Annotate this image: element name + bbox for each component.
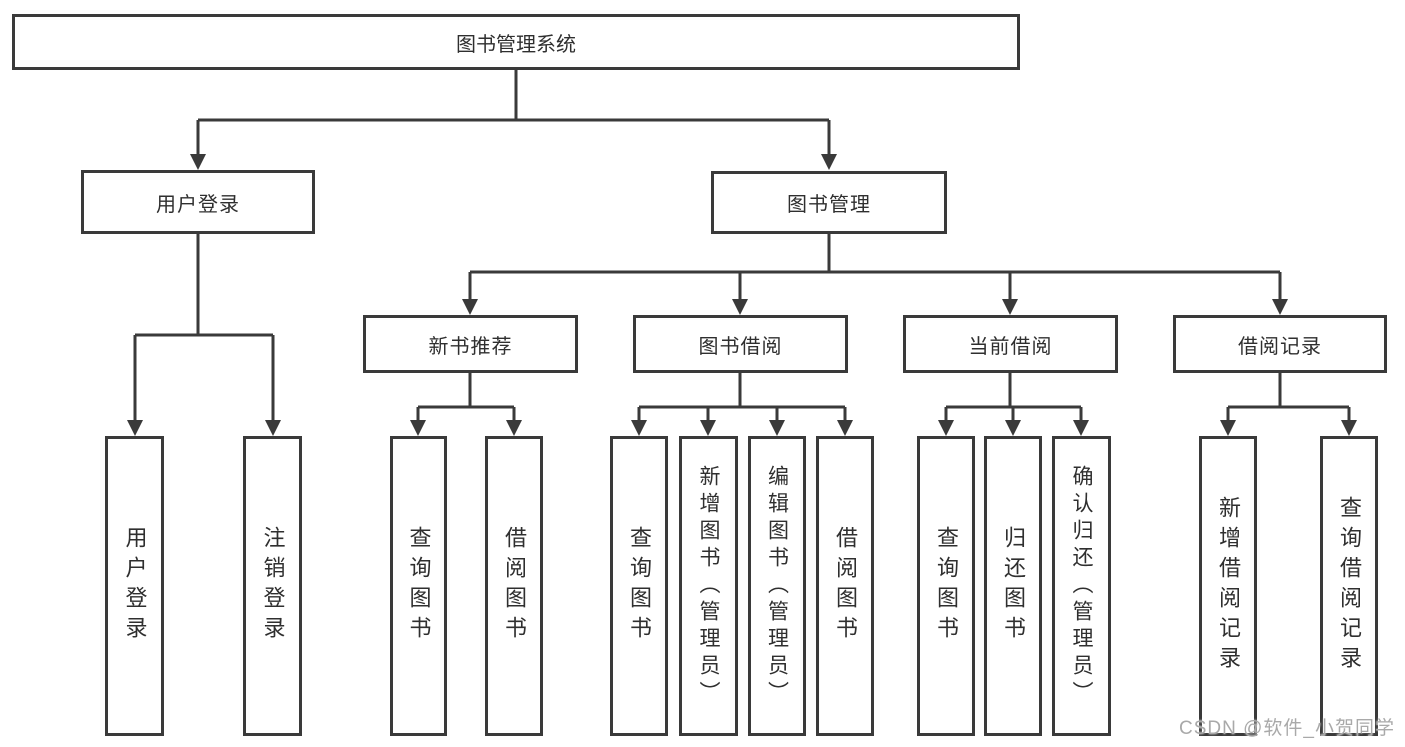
leaf-label: 借阅图书 xyxy=(833,526,858,646)
node-label: 图书管理 xyxy=(787,194,871,216)
leaf-confirm-return-admin: 确认归还（管理员） xyxy=(1052,436,1111,736)
node-label: 当前借阅 xyxy=(968,335,1053,358)
leaf-query-book-borrowing: 查询图书 xyxy=(610,436,668,736)
leaf-edit-book-admin: 编辑图书（管理员） xyxy=(748,436,806,736)
node-borrowing-records: 借阅记录 xyxy=(1173,315,1387,373)
node-book-borrowing: 图书借阅 xyxy=(633,315,848,373)
leaf-label: 编辑图书（管理员） xyxy=(765,464,789,708)
csdn-watermark: CSDN @软件_小贺同学 xyxy=(1179,718,1395,739)
node-label: 借阅记录 xyxy=(1238,335,1322,358)
tree-edges xyxy=(133,70,1351,423)
leaf-user-login: 用户登录 xyxy=(105,436,164,736)
leaf-logout: 注销登录 xyxy=(243,436,302,736)
node-current-borrowing: 当前借阅 xyxy=(903,315,1118,373)
node-label: 新书推荐 xyxy=(428,335,513,358)
leaf-label: 借阅图书 xyxy=(502,526,527,646)
node-new-book-recommend: 新书推荐 xyxy=(363,315,578,373)
leaf-borrow-book-recommend: 借阅图书 xyxy=(485,436,543,736)
leaf-label: 查询图书 xyxy=(406,526,432,646)
leaf-add-book-admin: 新增图书（管理员） xyxy=(679,436,738,736)
leaf-query-book-current: 查询图书 xyxy=(917,436,975,736)
node-user-login: 用户登录 xyxy=(81,170,315,234)
leaf-label: 注销登录 xyxy=(260,526,286,646)
node-label: 图书管理系统 xyxy=(456,33,576,56)
leaf-query-book-recommend: 查询图书 xyxy=(390,436,447,736)
leaf-label: 查询图书 xyxy=(627,526,652,646)
leaf-label: 确认归还（管理员） xyxy=(1070,464,1093,708)
leaf-query-borrow-record: 查询借阅记录 xyxy=(1320,436,1378,736)
leaf-label: 归还图书 xyxy=(1001,526,1026,646)
leaf-label: 新增图书（管理员） xyxy=(697,464,720,708)
leaf-label: 查询借阅记录 xyxy=(1337,496,1362,676)
node-root-system: 图书管理系统 xyxy=(12,14,1020,70)
leaf-borrow-book: 借阅图书 xyxy=(816,436,874,736)
leaf-label: 新增借阅记录 xyxy=(1216,496,1241,676)
leaf-label: 查询图书 xyxy=(934,526,959,646)
leaf-add-borrow-record: 新增借阅记录 xyxy=(1199,436,1257,736)
node-book-management: 图书管理 xyxy=(711,171,947,234)
leaf-label: 用户登录 xyxy=(122,526,148,646)
node-label: 用户登录 xyxy=(156,193,240,216)
arrowheads xyxy=(127,154,1357,436)
leaf-return-book: 归还图书 xyxy=(984,436,1042,736)
node-label: 图书借阅 xyxy=(698,335,783,358)
